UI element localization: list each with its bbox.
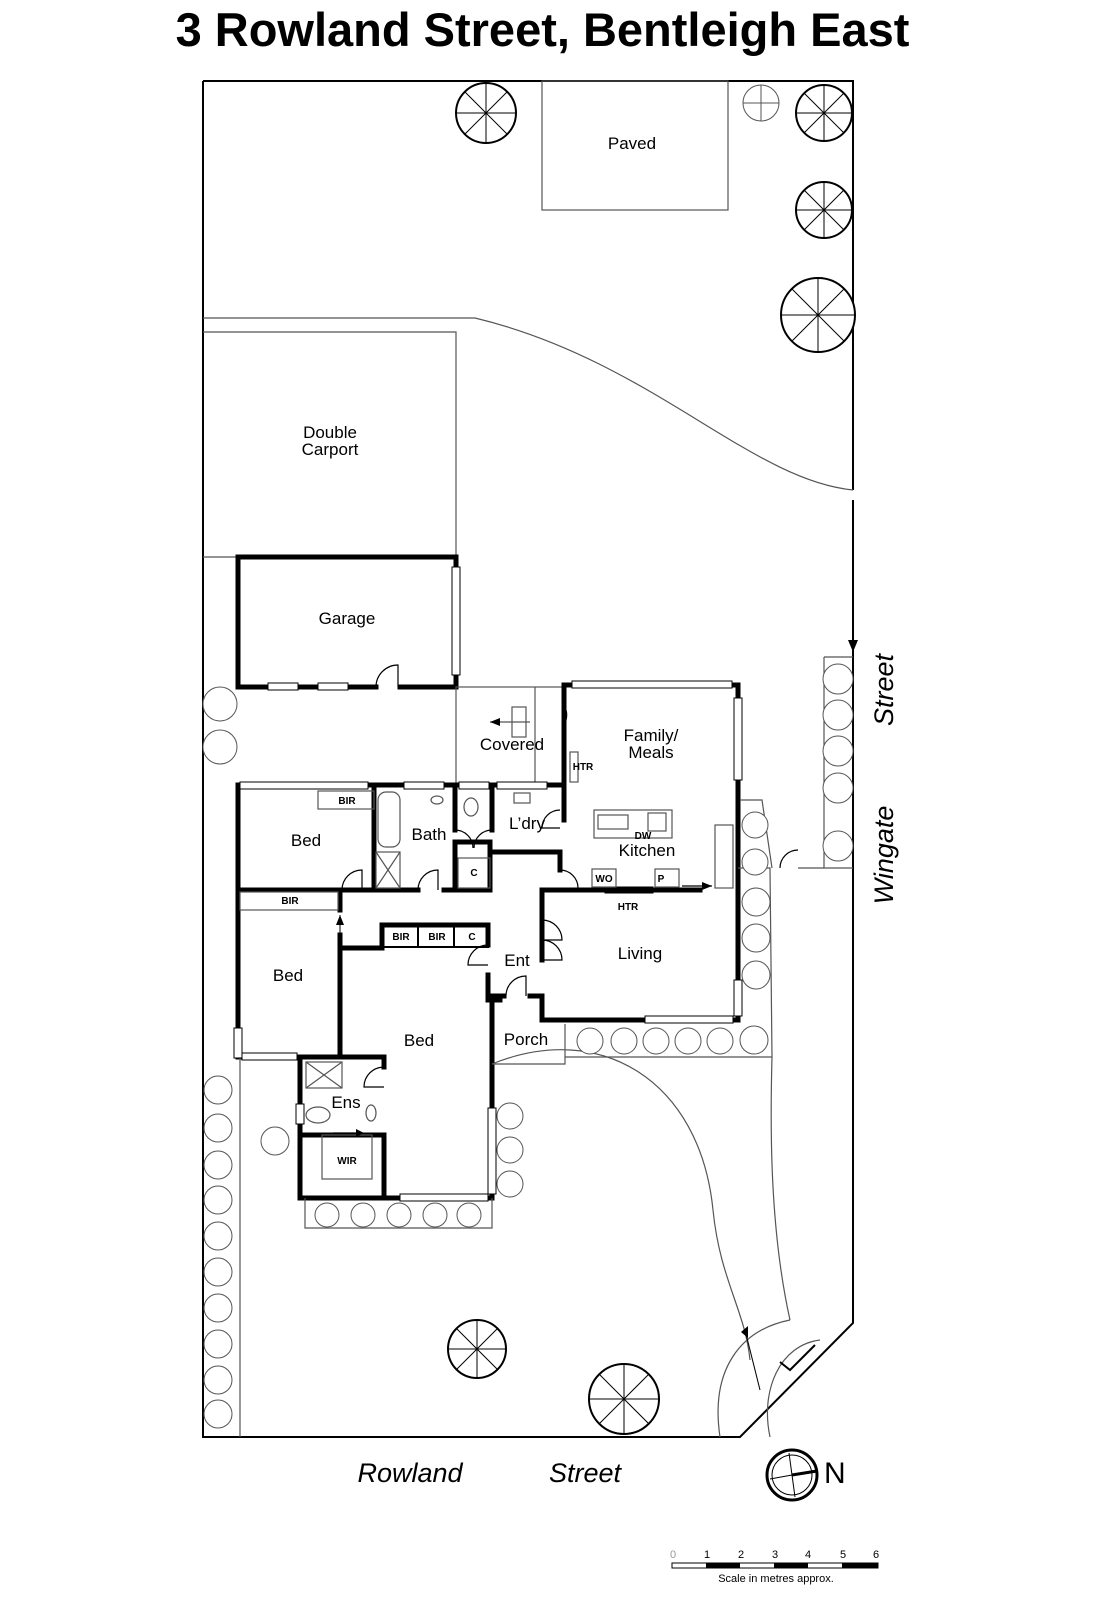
room-label-bed-2: Bed — [273, 966, 303, 985]
svg-text:4: 4 — [805, 1549, 811, 1561]
tree-icon — [447, 1319, 507, 1379]
room-label-bath: Bath — [412, 825, 447, 844]
scale-bar: 0 1 2 3 4 5 6 Scale in metres approx. — [670, 1549, 879, 1585]
svg-text:2: 2 — [738, 1549, 744, 1561]
tree-icon — [588, 1363, 660, 1435]
svg-text:5: 5 — [840, 1549, 846, 1561]
room-label-kitchen: Kitchen — [619, 841, 676, 860]
kitchen-island — [593, 809, 673, 839]
street-label-street: Street — [549, 1458, 623, 1488]
room-label-garage: Garage — [319, 609, 376, 628]
fixture-cupboard: C — [470, 868, 477, 879]
garage-walls — [235, 554, 459, 690]
svg-text:1: 1 — [704, 1549, 710, 1561]
room-label-living: Living — [618, 944, 662, 963]
scale-caption: Scale in metres approx. — [718, 1573, 834, 1585]
driveway-curve — [203, 317, 854, 491]
room-label-bed-3: Bed — [404, 1031, 434, 1050]
tree-icon — [455, 82, 517, 144]
plan-title: 3 Rowland Street, Bentleigh East — [175, 3, 910, 56]
arrow-icon — [848, 640, 858, 652]
property-boundary — [203, 80, 854, 490]
tree-icon — [742, 84, 780, 122]
fixture-bir: BIR — [338, 796, 356, 807]
svg-text:6: 6 — [873, 1549, 879, 1561]
street-label-wingate: Wingate — [869, 806, 899, 905]
street-label-rowland: Rowland — [357, 1458, 463, 1488]
fixture-pantry: P — [658, 874, 665, 885]
fixture-bir: BIR — [428, 932, 446, 943]
room-label-porch: Porch — [504, 1030, 548, 1049]
room-label-wir: WIR — [337, 1156, 357, 1167]
room-label-family-1: Family/ — [624, 726, 679, 745]
svg-text:3: 3 — [772, 1549, 778, 1561]
room-label-carport-2: Carport — [302, 440, 359, 459]
tree-icon — [795, 84, 853, 142]
fixture-cupboard: C — [468, 932, 475, 943]
fixture-wall-oven: WO — [595, 874, 612, 885]
fixture-bir: BIR — [281, 896, 299, 907]
compass-icon — [765, 1448, 819, 1502]
fixture-dishwasher: DW — [635, 831, 652, 842]
room-label-carport-1: Double — [303, 423, 357, 442]
fixture-heater: HTR — [618, 902, 639, 913]
room-label-bed-1: Bed — [291, 831, 321, 850]
family-window — [571, 680, 733, 689]
fixture-bir: BIR — [392, 932, 410, 943]
room-label-paved: Paved — [608, 134, 656, 153]
room-label-ensuite: Ens — [331, 1093, 360, 1112]
compass-north-label: N — [824, 1457, 846, 1490]
room-label-covered: Covered — [480, 735, 544, 754]
double-carport — [203, 331, 457, 687]
room-label-laundry: L’dry — [509, 814, 545, 833]
room-label-entry: Ent — [504, 951, 530, 970]
fixture-heater: HTR — [573, 762, 594, 773]
shrub-row — [202, 663, 854, 1429]
boundary-north-east — [203, 80, 854, 490]
boundary-east-south-west — [202, 81, 854, 1438]
room-label-family-2: Meals — [628, 743, 673, 762]
tree-icon — [795, 181, 853, 239]
svg-text:0: 0 — [670, 1549, 676, 1561]
tree-icon — [780, 277, 856, 353]
street-label-street-east: Street — [869, 652, 899, 726]
garage-door — [451, 566, 461, 676]
paved-area — [541, 80, 729, 211]
